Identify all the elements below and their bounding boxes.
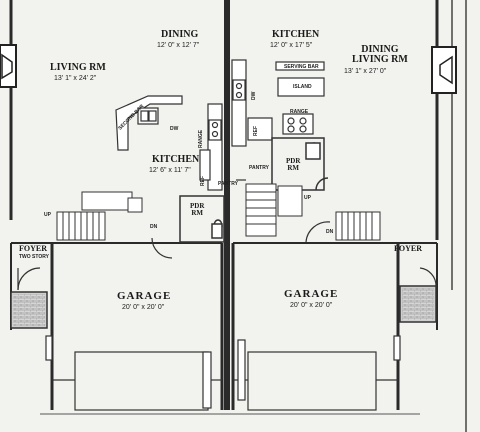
room-name-garage-left: GARAGE <box>117 290 172 302</box>
room-dim-garage-right: 20' 0" x 20' 0" <box>290 302 333 309</box>
label-ref-left: REF <box>200 176 206 186</box>
label-dn-right: DN <box>326 229 334 235</box>
label-island: ISLAND <box>293 84 312 90</box>
garage-door-right <box>233 335 401 411</box>
room-name-dining-living-right: DINING LIVING RM <box>352 44 408 65</box>
room-dim-kitchen-left: 12' 6" x 11' 7" <box>149 167 191 174</box>
room-name-garage-right: GARAGE <box>284 288 339 300</box>
room-name-kitchen-left: KITCHEN <box>152 154 200 165</box>
room-name-pdr-left: PDR RM <box>190 202 205 217</box>
label-range-right: RANGE <box>290 109 309 115</box>
label-dw-right: DW <box>251 91 257 100</box>
room-name-foyer-left: FOYER <box>19 244 47 253</box>
stoop-right <box>399 285 437 323</box>
label-pantry-left: PANTRY <box>218 181 238 187</box>
label-dw-left: DW <box>170 126 179 132</box>
stairs-left <box>56 191 143 241</box>
room-name-living-left: LIVING RM <box>50 62 106 73</box>
garage-door-left <box>45 335 222 411</box>
label-serving-bar: SERVING BAR <box>284 64 319 70</box>
serving-bar <box>275 61 325 71</box>
label-ref-right: REF <box>253 126 259 136</box>
room-dim-dining-living-right: 13' 1" x 27' 0" <box>344 68 387 75</box>
powder-room-left <box>179 195 225 243</box>
kitchen-cabinets-left <box>199 103 223 191</box>
room-dim-kitchen-right: 12' 0" x 17' 5" <box>270 42 313 49</box>
kitchen-island <box>277 77 325 97</box>
label-dn-left: DN <box>150 224 158 230</box>
room-name-foyer-right: FOYER <box>394 244 422 253</box>
label-range-left: RANGE <box>198 129 204 148</box>
label-up-left: UP <box>44 212 51 218</box>
stairs-right <box>245 183 381 241</box>
room-name-pdr-right: PDR RM <box>286 157 301 172</box>
room-note-foyer-left: TWO STORY <box>19 254 49 260</box>
stoop-left <box>10 291 48 329</box>
room-name-dining-left: DINING <box>161 29 199 40</box>
room-name-kitchen-right: KITCHEN <box>272 29 320 40</box>
kitchen-cabinets-right <box>231 59 314 147</box>
label-up-right: UP <box>304 195 311 201</box>
room-dim-garage-left: 20' 0" x 20' 0" <box>122 304 165 311</box>
room-dim-living-left: 13' 1" x 24' 2" <box>54 75 97 82</box>
kitchen-counter-left <box>115 95 183 151</box>
label-pantry-right: PANTRY <box>249 165 269 171</box>
room-dim-dining-left: 12' 0" x 12' 7" <box>157 42 200 49</box>
fireplace-right <box>431 46 457 94</box>
powder-room-right <box>271 137 329 191</box>
fireplace-left <box>0 44 17 88</box>
